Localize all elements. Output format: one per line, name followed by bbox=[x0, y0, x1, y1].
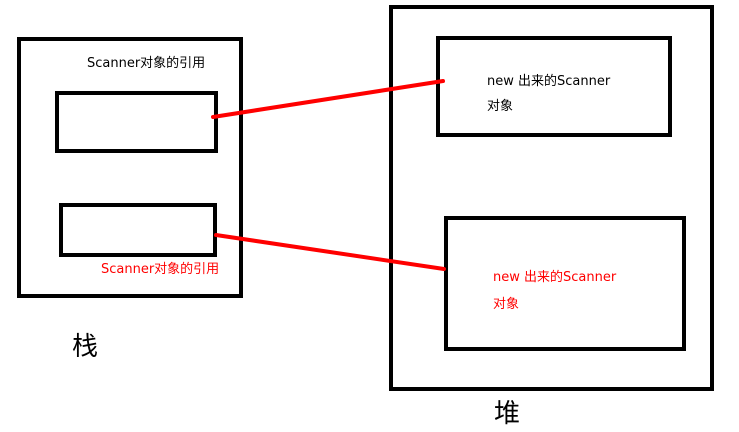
stack-reference-box-1 bbox=[55, 91, 218, 153]
heap-object-label-2: new 出来的Scanner 对象 bbox=[493, 264, 643, 318]
stack-reference-label-2: Scanner对象的引用 bbox=[101, 262, 220, 277]
heap-title: 堆 bbox=[494, 399, 521, 429]
heap-object-label-2-line1: new 出来的Scanner bbox=[493, 270, 617, 285]
heap-object-label-1-line2: 对象 bbox=[487, 99, 514, 114]
heap-frame bbox=[389, 5, 714, 391]
heap-object-label-2-line2: 对象 bbox=[493, 297, 520, 312]
heap-object-label-1-line1: new 出来的Scanner bbox=[487, 74, 611, 89]
stack-reference-box-2 bbox=[59, 203, 217, 257]
stack-reference-label-1: Scanner对象的引用 bbox=[87, 56, 206, 71]
heap-object-label-1: new 出来的Scanner 对象 bbox=[487, 69, 637, 119]
heap-object-box-2 bbox=[444, 216, 686, 351]
stack-title: 栈 bbox=[72, 332, 99, 362]
stack-frame bbox=[17, 37, 243, 298]
